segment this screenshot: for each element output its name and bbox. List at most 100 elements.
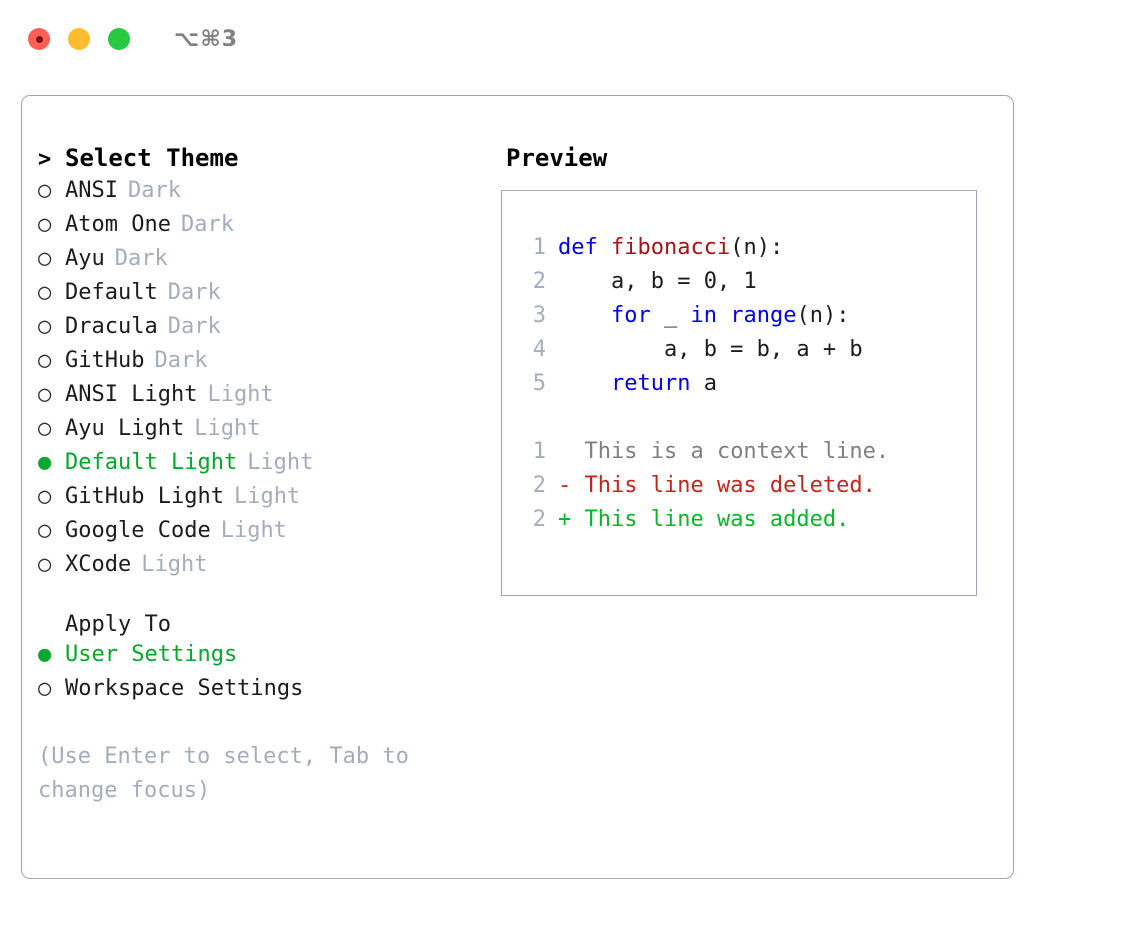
apply-to-heading: Apply To [65,612,171,637]
radio-unselected-icon: ○ [38,178,52,203]
theme-name: Google Code [65,518,211,543]
code-token [558,303,611,328]
theme-list-item[interactable]: ○ Ayu Dark [38,246,489,280]
line-number: 3 [532,303,546,328]
line-number: 2 [532,507,546,532]
diff-text: This line was deleted. [571,473,876,498]
code-token: a [690,371,717,396]
radio-unselected-icon: ○ [38,676,52,701]
spacer [38,586,489,608]
theme-name: Atom One [65,212,171,237]
radio-selected-icon: ● [38,450,52,475]
apply-to-option[interactable]: ●User Settings [38,642,489,676]
diff-sign: + [558,507,572,532]
diff-sample: 1 This is a context line.2- This line wa… [516,439,976,541]
radio-unselected-icon: ○ [38,246,52,271]
theme-name: GitHub [65,348,145,373]
code-token: range [730,303,797,328]
code-token [558,371,611,396]
code-line: 5 return a [516,371,976,405]
diff-text: This line was added. [571,507,850,532]
theme-variant-tag: Dark [167,314,221,339]
code-token: (n): [730,235,784,260]
theme-name: Dracula [65,314,158,339]
theme-name: GitHub Light [65,484,224,509]
theme-variant-tag: Light [207,382,274,407]
radio-unselected-icon: ○ [38,212,52,237]
theme-variant-tag: Dark [154,348,208,373]
maximize-button[interactable] [108,28,130,50]
line-number: 1 [532,235,546,260]
code-token: _ [650,303,691,328]
code-line: 2 a, b = 0, 1 [516,269,976,303]
code-diff-spacer [516,405,976,439]
theme-variant-tag: Light [220,518,287,543]
theme-name: Ayu [65,246,105,271]
theme-list-item[interactable]: ○ GitHub Light Light [38,484,489,518]
line-number: 1 [532,439,546,464]
theme-name: Ayu Light [65,416,185,441]
close-icon [35,35,43,43]
code-token: for [610,303,651,328]
theme-name: Default Light [65,450,238,475]
theme-name: ANSI Light [65,382,198,407]
minimize-button[interactable] [68,28,90,50]
line-number: 2 [532,473,546,498]
code-line: 3 for _ in range(n): [516,303,976,337]
preview-title: Preview [506,144,608,172]
code-token: return [610,371,691,396]
radio-unselected-icon: ○ [38,314,52,339]
diff-sign [558,439,571,464]
radio-unselected-icon: ○ [38,280,52,305]
apply-to-option[interactable]: ○ Workspace Settings [38,676,489,710]
diff-line: 2 + This line was added. [516,507,976,541]
theme-variant-tag: Dark [167,280,221,305]
line-number: 5 [532,371,546,396]
code-token: a, b = b, a + b [558,337,863,362]
apply-to-list: ●User Settings○ Workspace Settings [38,642,489,710]
keyboard-hint: (Use Enter to select, Tab to change focu… [38,744,423,803]
theme-variant-tag: Light [247,450,314,475]
theme-list-item[interactable]: ○ Google Code Light [38,518,489,552]
code-token: a, b = 0, 1 [558,269,757,294]
radio-unselected-icon: ○ [38,518,52,543]
radio-selected-icon: ● [38,642,52,667]
select-theme-title: Select Theme [65,144,239,172]
theme-name: ANSI [65,178,118,203]
diff-text: This is a context line. [571,439,890,464]
line-number: 4 [532,337,546,362]
prompt-caret-icon: > [38,147,52,172]
apply-to-label: Workspace Settings [65,676,304,701]
theme-variant-tag: Light [141,552,208,577]
code-token: in [690,303,717,328]
theme-list-item[interactable]: ○ Dracula Dark [38,314,489,348]
code-line: 4 a, b = b, a + b [516,337,976,371]
theme-variant-tag: Dark [114,246,168,271]
code-token: def [558,235,611,260]
code-token: (n): [796,303,850,328]
radio-unselected-icon: ○ [38,484,52,509]
diff-line: 1 This is a context line. [516,439,976,473]
theme-list-item[interactable]: ● Default Light Light [38,450,489,484]
close-button[interactable] [28,28,50,50]
code-token [717,303,730,328]
select-theme-header: > Select Theme [38,144,489,178]
theme-variant-tag: Light [233,484,301,509]
theme-name: XCode [65,552,132,577]
window-shortcut-label: ⌥⌘3 [174,26,239,52]
